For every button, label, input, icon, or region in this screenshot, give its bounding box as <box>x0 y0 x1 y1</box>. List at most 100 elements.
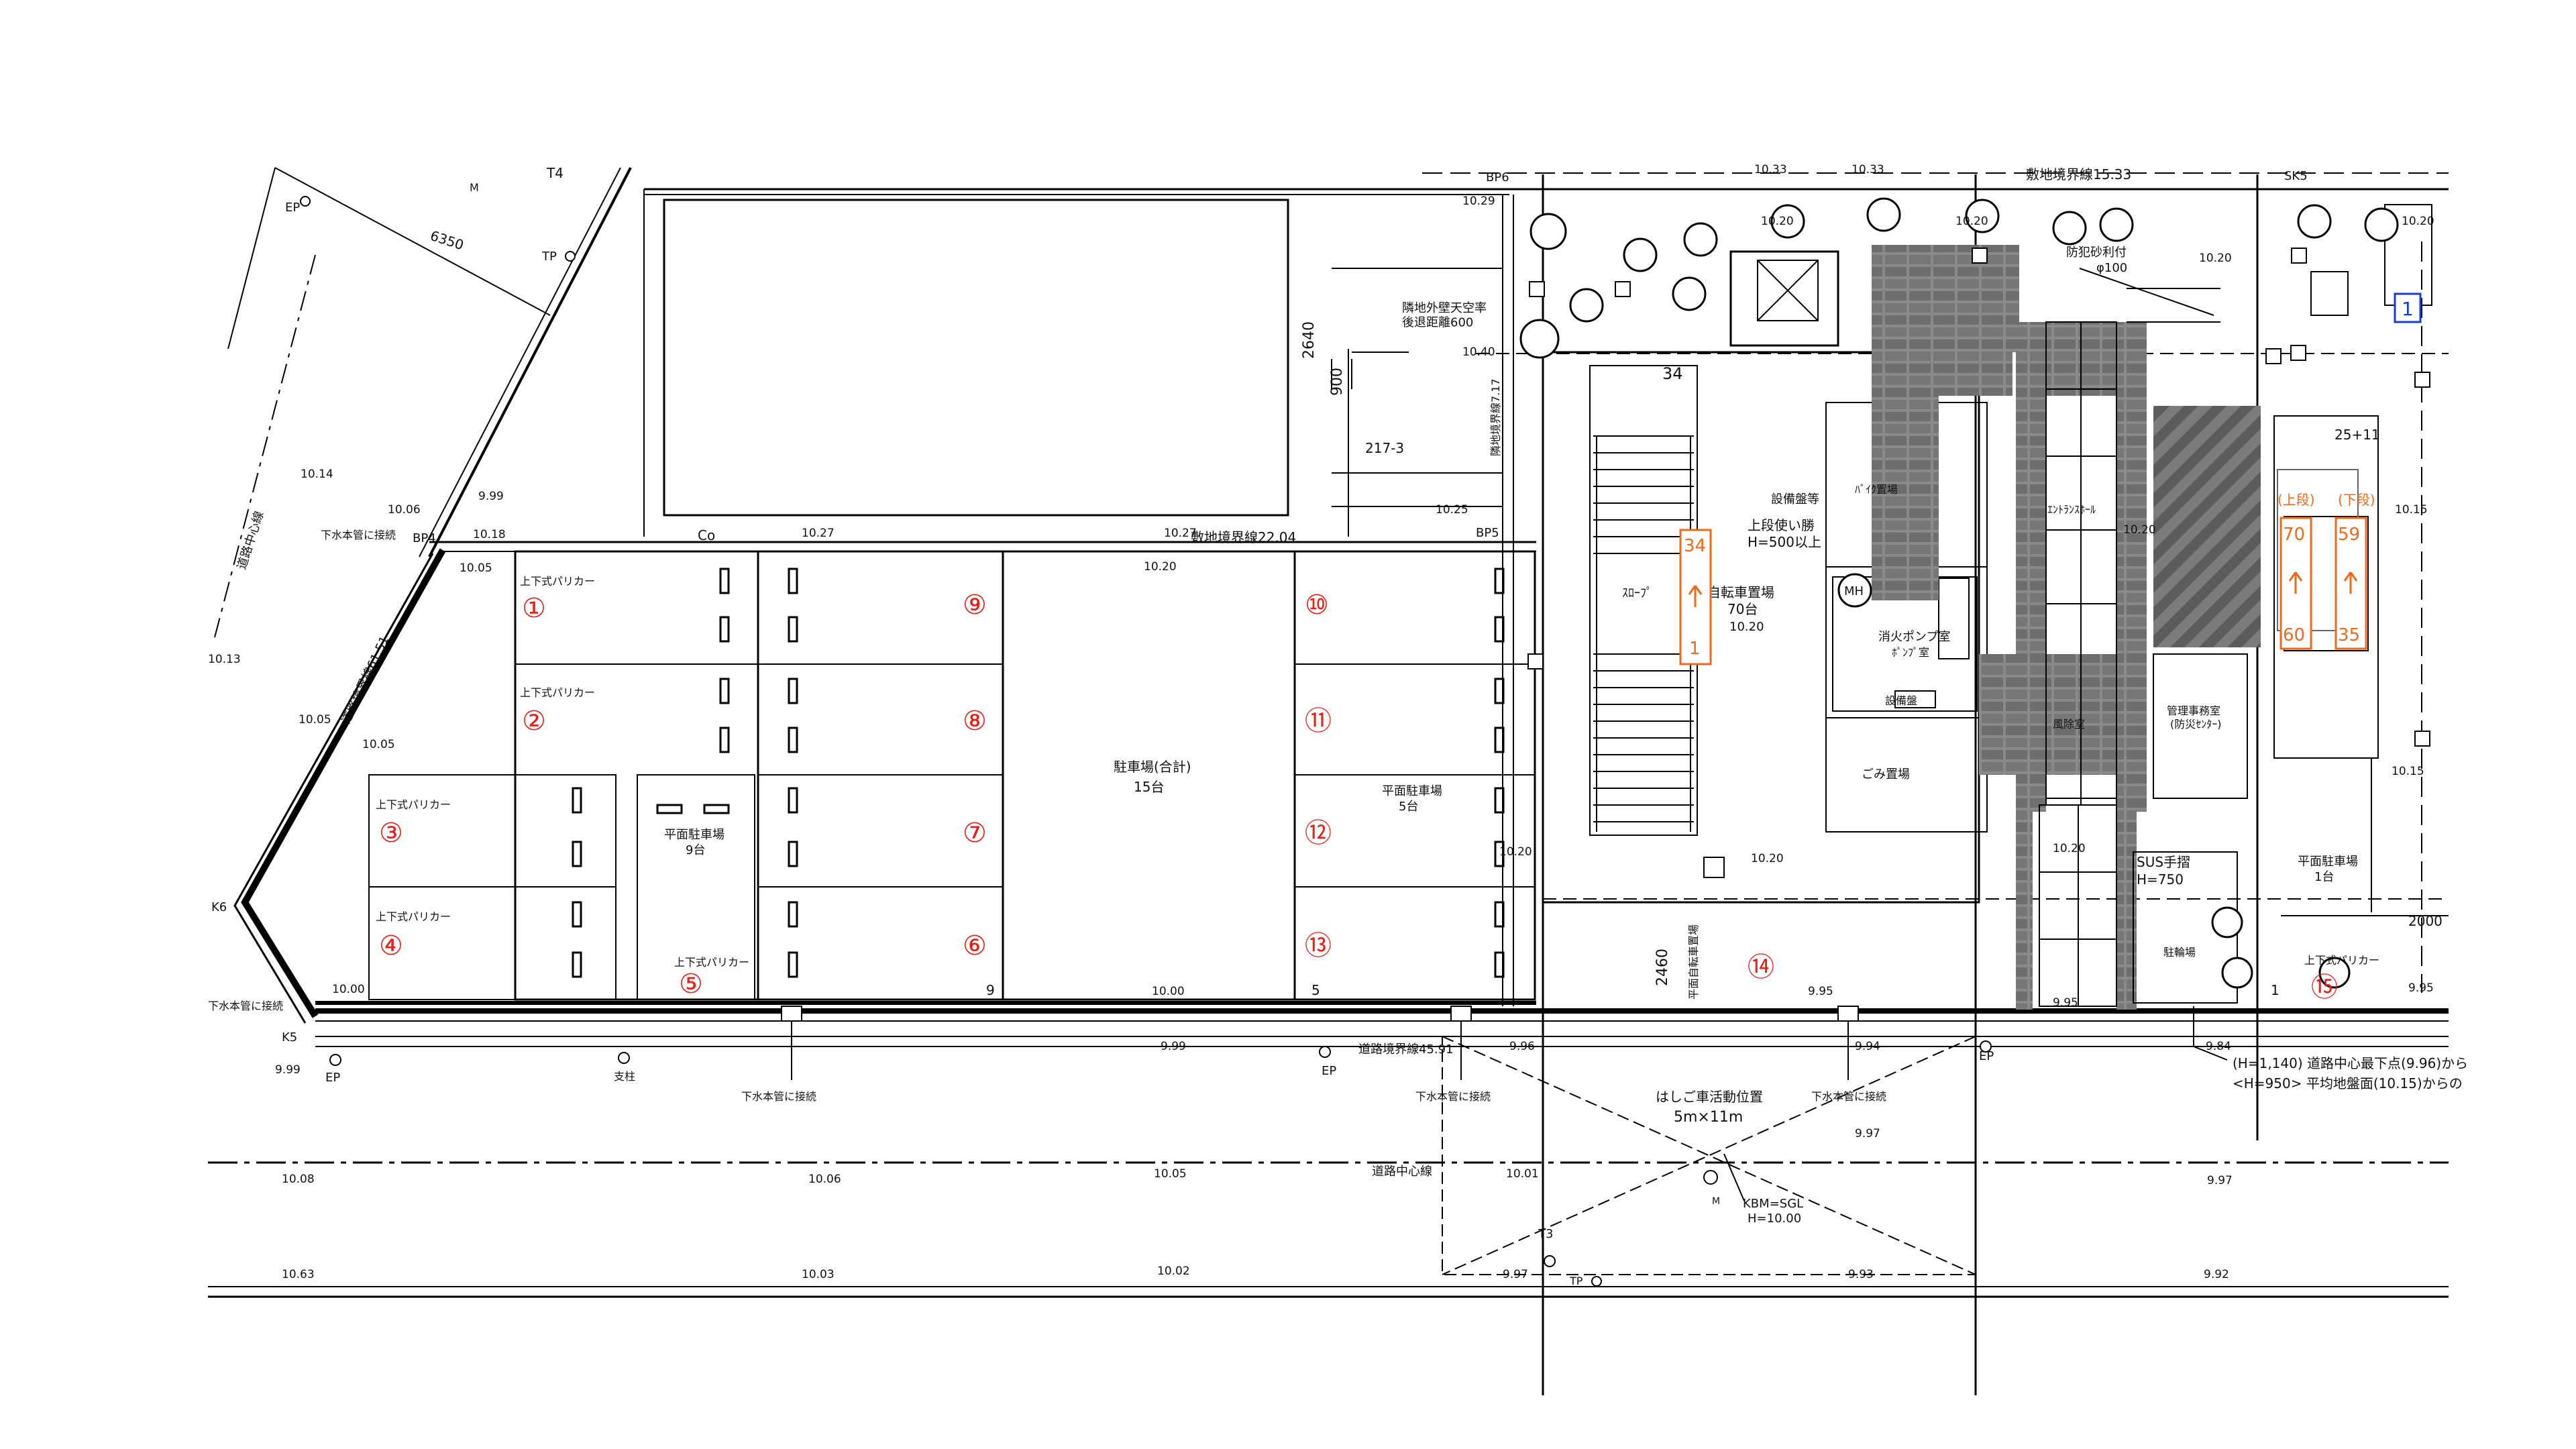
elevation-label: 10.20 <box>2402 215 2434 228</box>
space-14: ⑭ <box>1748 952 1774 983</box>
elevation-label: 10.15 <box>2392 765 2424 778</box>
elevation-label: 9.95 <box>2408 981 2434 995</box>
fire-area-label: はしご車活動位置 <box>1656 1089 1763 1105</box>
elevation-label: 9.97 <box>2207 1174 2233 1187</box>
elevation-label: 10.06 <box>388 503 421 517</box>
security-label: 防犯砂利付 <box>2066 246 2127 260</box>
sk5-label: SK5 <box>2284 169 2308 183</box>
ep-right-label: EP <box>1979 1049 1994 1063</box>
trash-label: ごみ置場 <box>1862 767 1910 782</box>
bike-level: 10.20 <box>1729 620 1764 634</box>
building-outline <box>1542 250 1988 904</box>
upper-bike-height: H=500以上 <box>1748 534 1821 550</box>
elevation-label: 10.20 <box>2199 252 2232 265</box>
handrail-label: SUS手摺 <box>2137 854 2190 870</box>
flat-5-count: 5台 <box>1399 800 1418 814</box>
sewer-label-4: 下水本管に接続 <box>321 529 396 541</box>
bike-right-count: 25+11 <box>2334 427 2380 443</box>
space-4: ④ <box>379 930 403 961</box>
dim-2460: 2460 <box>1654 949 1671 986</box>
elevation-label: 10.18 <box>473 528 506 541</box>
sewer-lines <box>791 1006 2228 1201</box>
rack-59: 59 <box>2338 525 2360 545</box>
space-11: ⑪ <box>1305 706 1332 737</box>
flat-1-title: 平面駐車場 <box>2298 855 2358 869</box>
sewer-label-3: 下水本管に接続 <box>1811 1090 1886 1103</box>
bike-count: 70台 <box>1727 601 1758 617</box>
neighbor-building <box>643 189 1503 537</box>
stair-count: 34 <box>1662 364 1683 383</box>
rack-70: 70 <box>2283 525 2305 545</box>
entrance-hall-label: ｴﾝﾄﾗﾝｽﾎｰﾙ <box>2047 503 2096 516</box>
elevation-label: 9.95 <box>1808 985 1833 998</box>
lift-label-5: 上下式パリカー <box>674 956 749 969</box>
elevation-label: 10.05 <box>362 738 395 751</box>
elevation-label: 10.13 <box>208 653 241 666</box>
fire-area-size: 5m×11m <box>1674 1109 1743 1126</box>
dim-2000: 2000 <box>2408 913 2443 929</box>
elevation-label: 10.01 <box>1506 1167 1539 1181</box>
parking-labels: 上下式パリカー 上下式パリカー 上下式パリカー 上下式パリカー 上下式パリカー … <box>376 575 2379 1003</box>
mgmt-label: 管理事務室 <box>2167 704 2220 717</box>
road-center-label: 道路中心線 <box>1372 1165 1432 1179</box>
bp4-label: BP4 <box>413 531 436 545</box>
elevation-label: 10.00 <box>1152 985 1185 998</box>
space-7: ⑦ <box>963 818 987 849</box>
dim-6350: 6350 <box>428 227 466 254</box>
t4-label: T4 <box>546 165 564 181</box>
elevation-label: 9.95 <box>2053 996 2078 1010</box>
kbm-height: H=10.00 <box>1748 1212 1801 1226</box>
bike-rack-orange: 34 1 70 60 59 35 <box>1679 517 2367 665</box>
drain-symbols <box>300 196 2430 1287</box>
elevation-label: 9.93 <box>1848 1268 1874 1281</box>
sewer-label-5: 下水本管に接続 <box>208 1000 283 1012</box>
elevation-label: 9.84 <box>2206 1040 2231 1053</box>
elevation-label: 10.20 <box>1761 215 1794 228</box>
elevation-label: 10.20 <box>2053 842 2086 855</box>
bp6-label: BP6 <box>1486 170 1509 184</box>
total-count: 15台 <box>1134 779 1164 795</box>
mgmt-label-2: (防災ｾﾝﾀｰ) <box>2170 718 2222 731</box>
bike-14-label: 平面自転車置場 <box>1687 924 1700 1000</box>
space-12: ⑫ <box>1305 818 1332 849</box>
lift-label-4: 上下式パリカー <box>376 910 451 923</box>
handrail-height: H=750 <box>2137 871 2184 888</box>
lift-label-3: 上下式パリカー <box>376 798 451 811</box>
space-8: ⑧ <box>963 706 987 737</box>
elevation-label: 10.00 <box>332 983 365 996</box>
elevation-labels: 10.29 10.33 10.33 10.20 10.20 10.20 10.2… <box>208 163 2434 1281</box>
space-5: ⑤ <box>679 969 703 1000</box>
site-boundary-lines <box>208 167 2449 1395</box>
lift-label-1: 上下式パリカー <box>520 575 595 588</box>
elevation-label: 10.25 <box>1436 503 1468 517</box>
elevation-label: 10.03 <box>802 1268 835 1281</box>
space-9: ⑨ <box>963 590 987 621</box>
space-2: ② <box>522 706 546 737</box>
elevation-label: 10.27 <box>802 527 835 540</box>
boundary-717-label: 隣地境界線7.17 <box>1489 378 1502 456</box>
fire-pump-label: 消火ポンプ室 <box>1878 630 1950 644</box>
total-title: 駐車場(合計) <box>1114 759 1191 775</box>
trees <box>1519 197 2399 989</box>
slope-label: ｽﾛｰﾌﾟ <box>1622 586 1652 600</box>
flat-5-title: 平面駐車場 <box>1382 784 1442 798</box>
flat-9-title: 平面駐車場 <box>664 828 724 842</box>
space-1: ① <box>522 593 546 624</box>
entrance-grid <box>2039 321 2117 1007</box>
flat-1-count: 1台 <box>2314 870 2334 884</box>
sewer-label-2: 下水本管に接続 <box>1415 1090 1491 1103</box>
elevation-label: 10.20 <box>1955 215 1988 228</box>
fire-pump-label-2: ﾎﾟﾝﾌﾟ室 <box>1892 646 1929 659</box>
space-10: ⑩ <box>1305 590 1329 621</box>
elevation-label: 10.33 <box>1851 163 1884 176</box>
dim-900: 900 <box>1329 368 1346 396</box>
sewer-label-1: 下水本管に接続 <box>741 1090 816 1103</box>
elevation-label: 9.94 <box>1855 1040 1880 1053</box>
boundary-diag-label: 道路境界線61.51 <box>339 634 392 726</box>
ep-mid-label: EP <box>1322 1064 1336 1078</box>
space-6: ⑥ <box>963 930 987 961</box>
lift-label-15: 上下式パリカー <box>2304 954 2379 967</box>
kbm-label: KBM=SGL <box>1743 1197 1803 1211</box>
elevation-label: 9.96 <box>1509 1040 1535 1053</box>
rack-1: 1 <box>1689 639 1701 659</box>
